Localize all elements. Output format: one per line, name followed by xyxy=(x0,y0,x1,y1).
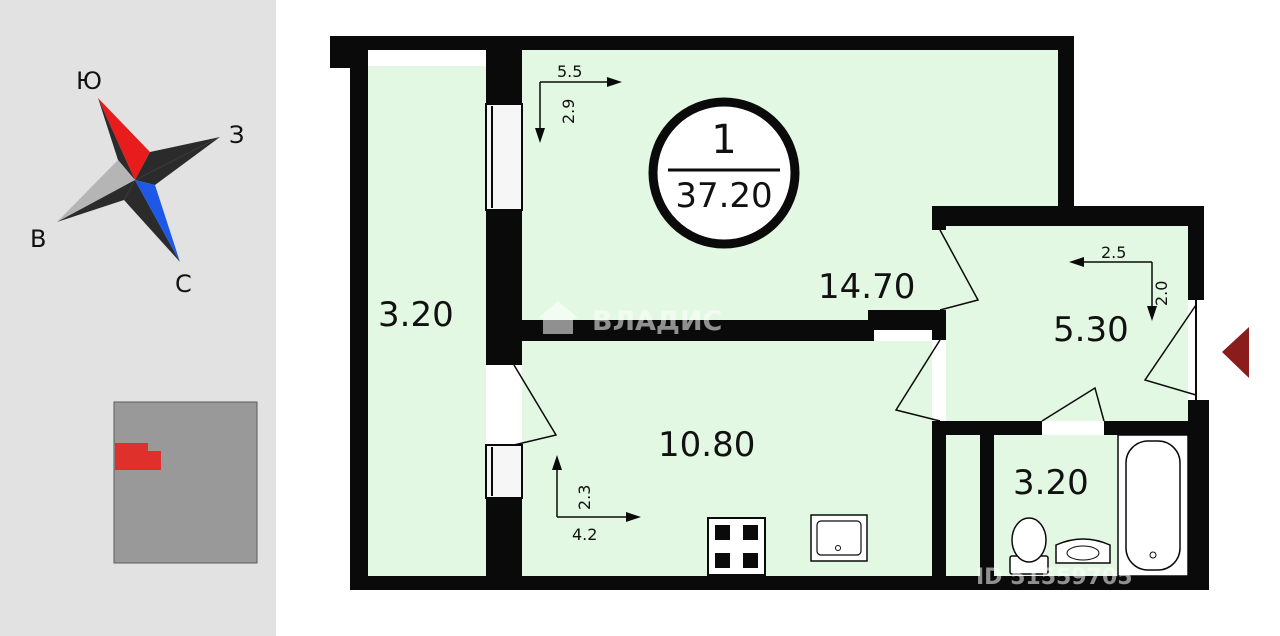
building-scheme xyxy=(113,401,258,564)
kitchen-dim-length: 2.3 xyxy=(575,485,594,510)
room-count: 1 xyxy=(711,117,736,163)
kitchen-dimensions: 4.2 2.3 xyxy=(552,455,641,544)
apartment-badge: 1 37.20 xyxy=(648,97,800,249)
bathtub xyxy=(1117,434,1189,577)
toilet xyxy=(1009,517,1049,575)
door-swings xyxy=(513,229,1197,446)
watermark-brand: ВЛАДИС xyxy=(592,306,722,337)
area-labels: 14.70 3.20 10.80 5.30 3.20 xyxy=(378,267,1129,503)
corridor-dim-length: 2.0 xyxy=(1152,281,1171,306)
compass-label-east: В xyxy=(30,225,46,253)
compass-rose: Ю З В С xyxy=(30,67,244,298)
room-main-area: 14.70 xyxy=(818,267,915,307)
kitchen-dim-width: 4.2 xyxy=(572,525,597,544)
dimension-markers: 5.5 2.9 2.5 2.0 4.2 2.3 xyxy=(535,62,1171,544)
total-area: 37.20 xyxy=(675,176,772,216)
watermark-id: ID 51559705 xyxy=(976,565,1133,590)
corridor-floor xyxy=(946,226,1188,421)
room-dim-width: 5.5 xyxy=(557,62,582,81)
hall-floor xyxy=(368,66,486,576)
door-corridor-kitchen xyxy=(894,339,941,422)
walls xyxy=(330,36,1209,590)
corridor-dimensions: 2.5 2.0 xyxy=(1069,243,1171,321)
bathroom-area: 3.20 xyxy=(1013,463,1089,503)
kitchen-sink xyxy=(810,514,868,562)
building-outline xyxy=(113,401,258,564)
room-dim-length: 2.9 xyxy=(559,99,578,124)
washbasin xyxy=(1055,538,1111,564)
door-bathroom xyxy=(1041,386,1105,422)
windows xyxy=(485,103,523,499)
room-dimensions: 5.5 2.9 xyxy=(535,62,622,143)
compass-south-arrow xyxy=(135,180,180,262)
door-room xyxy=(939,229,980,311)
compass-label-west: З xyxy=(229,121,244,149)
kitchen-area: 10.80 xyxy=(658,425,755,465)
watermark: ВЛАДИС ID 51559705 xyxy=(538,301,1133,590)
compass-label-south: Ю xyxy=(76,67,102,95)
hall-area: 3.20 xyxy=(378,295,454,335)
bathroom-fixtures xyxy=(1009,434,1189,577)
door-entrance xyxy=(1143,304,1197,396)
corridor-area: 5.30 xyxy=(1053,310,1129,350)
kitchen-fixtures xyxy=(707,514,868,576)
toilet-niche-floor xyxy=(946,435,980,576)
compass-north-arrow xyxy=(98,98,150,180)
entrance-arrow-icon xyxy=(1222,327,1249,378)
corridor-dim-width: 2.5 xyxy=(1101,243,1126,262)
compass-label-north: С xyxy=(175,270,192,298)
door-kitchen xyxy=(513,364,558,446)
apartment-position-marker xyxy=(115,443,161,470)
house-logo-icon xyxy=(538,301,578,334)
orientation-panel: Ю З В С xyxy=(30,67,258,564)
